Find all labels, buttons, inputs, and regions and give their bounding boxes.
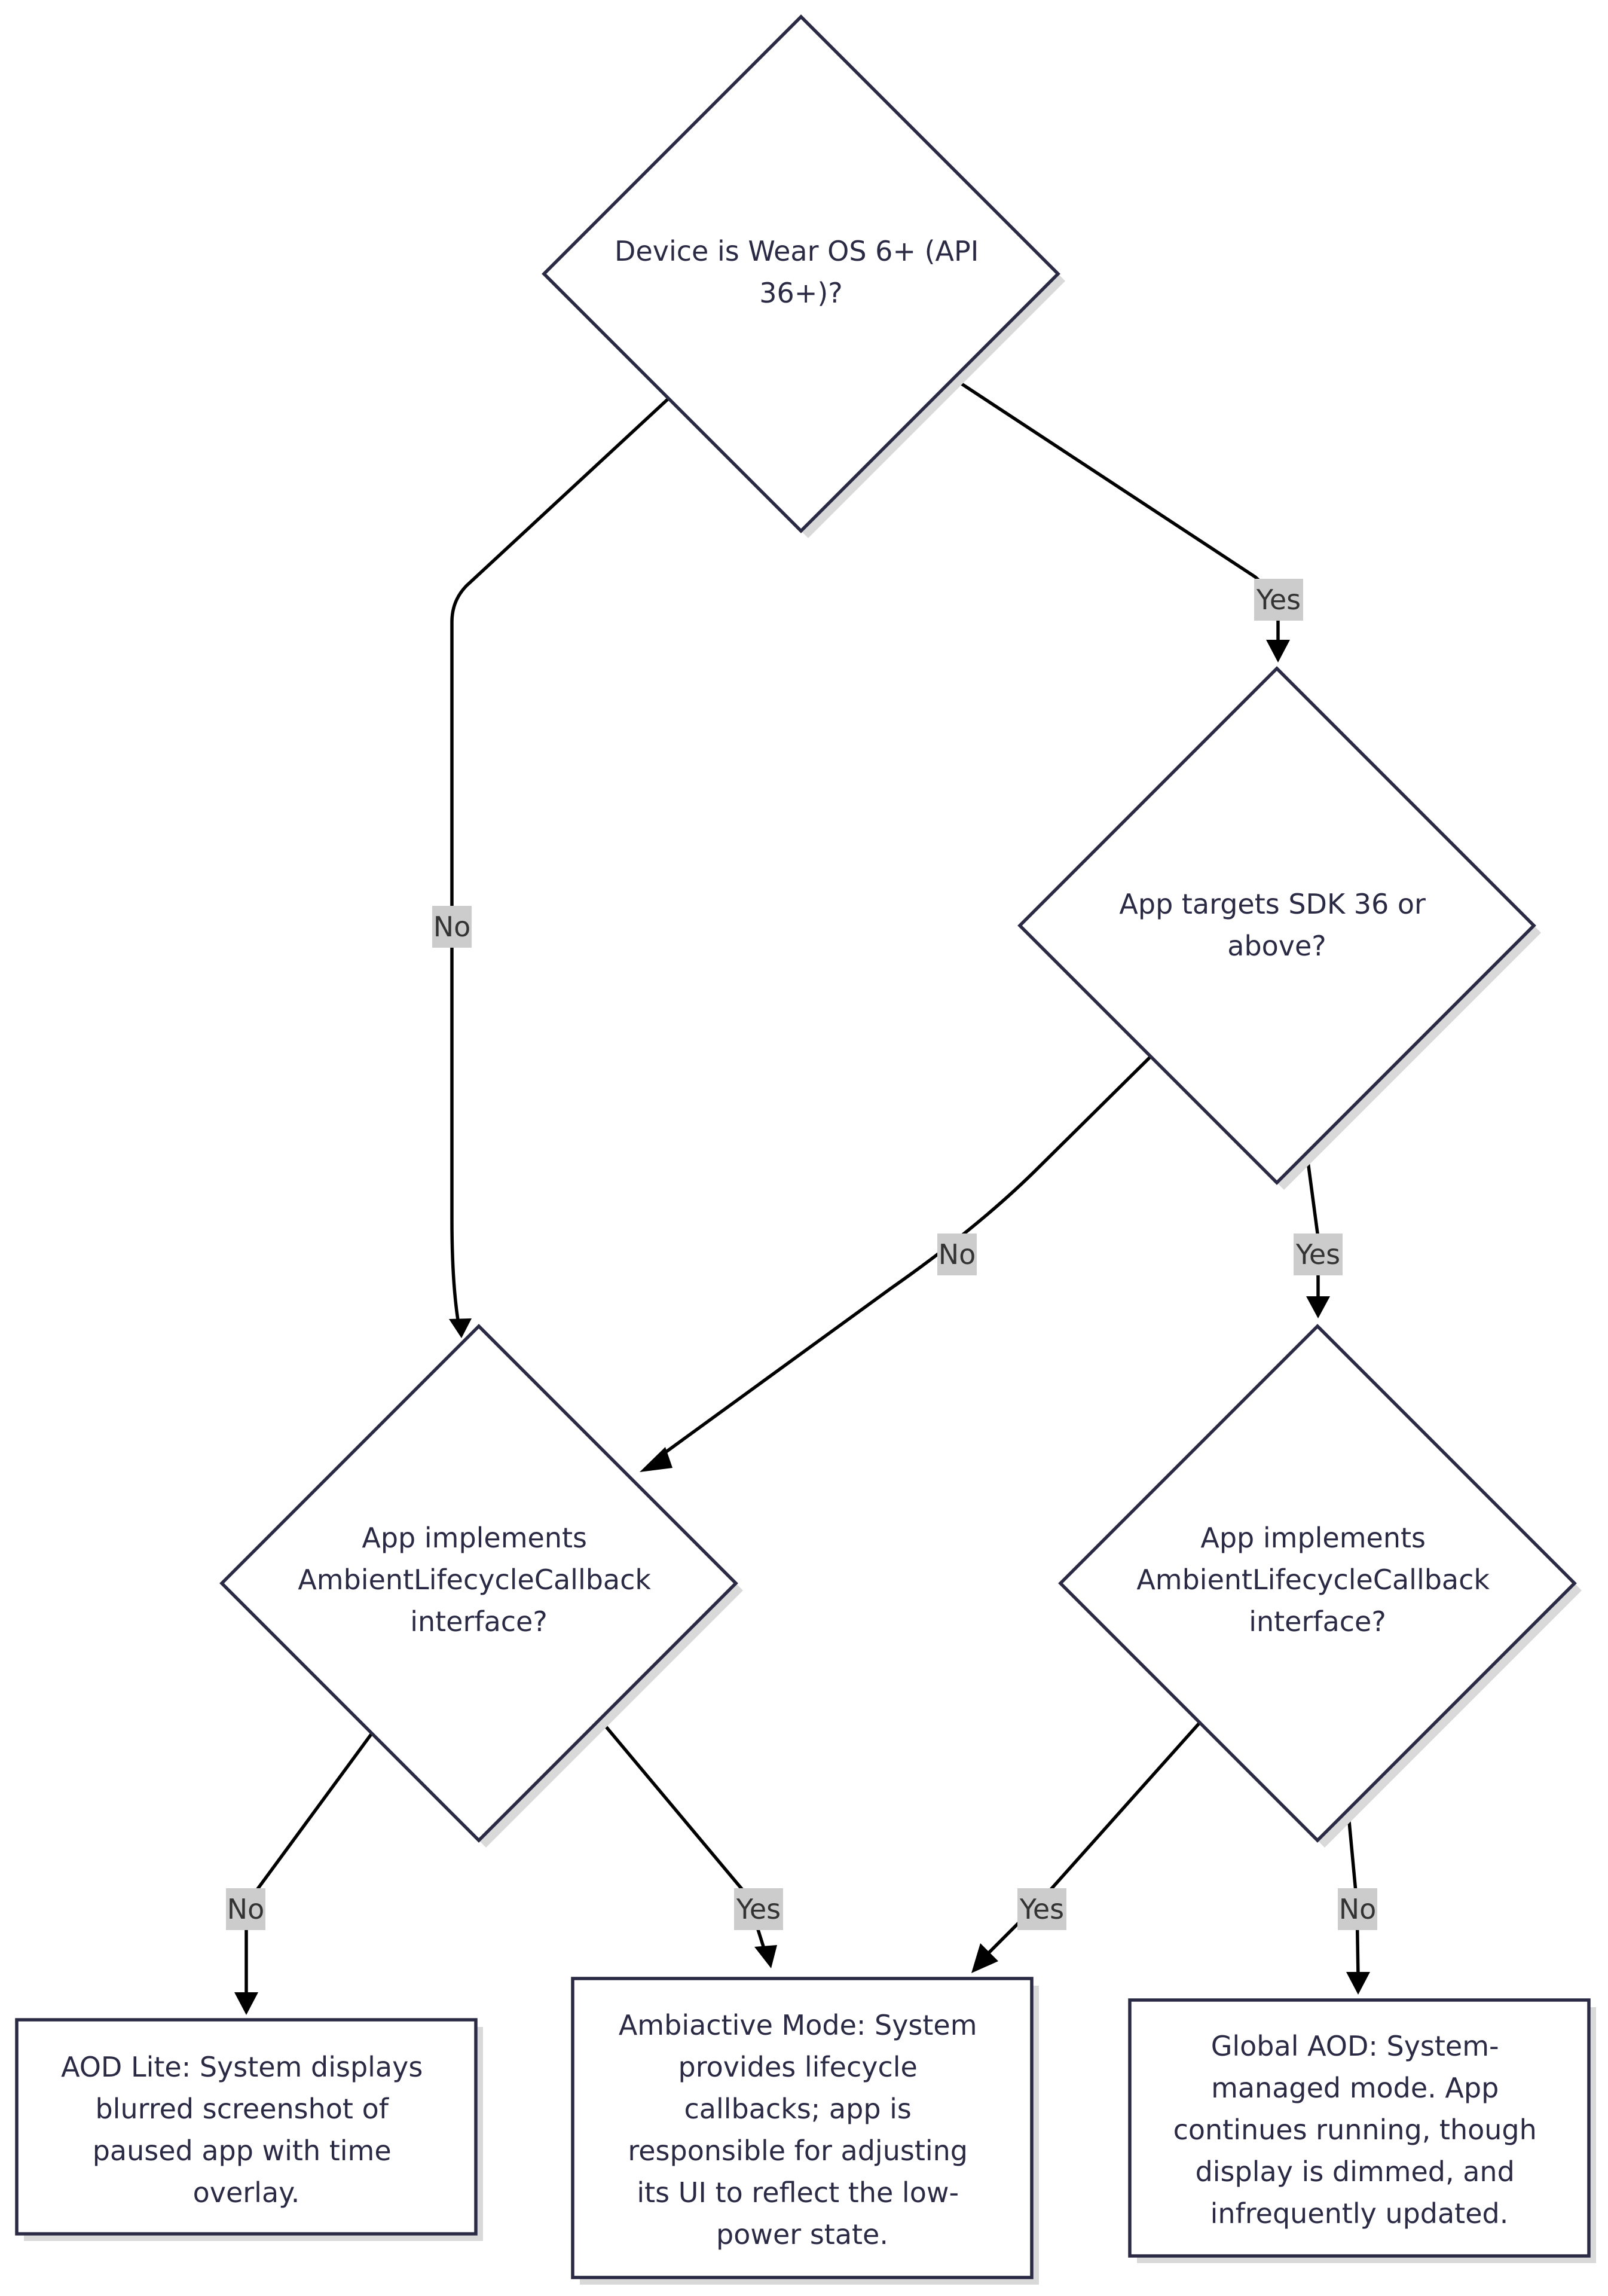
process-node-aod-lite: AOD Lite: System displays blurred screen… xyxy=(15,2018,483,2241)
decision-node-callback-right: App implements AmbientLifecycleCallback … xyxy=(1058,1324,1582,1848)
svg-text:App implements AmbientLi: App implements AmbientLifecycleCallback … xyxy=(298,1522,659,1638)
node-text-line: AmbientLifecycleCallback xyxy=(1136,1564,1490,1596)
edge-wear-os-no xyxy=(449,396,671,1338)
node-text-line: infrequently updated. xyxy=(1210,2197,1509,2230)
edge-callback-left-no xyxy=(234,1730,375,2015)
node-text-line: Ambiactive Mode: System xyxy=(619,2009,977,2041)
node-text-line: Device is Wear OS 6+ (API xyxy=(615,235,979,267)
edge-labels: No Yes No Yes No Yes Yes No xyxy=(226,579,1377,1930)
edge-callback-left-yes xyxy=(598,1718,777,1968)
node-text-line: Global AOD: System- xyxy=(1211,2030,1499,2062)
edge-target-sdk-no xyxy=(640,1056,1151,1472)
node-text-line: blurred screenshot of xyxy=(95,2093,389,2125)
node-text-line: callbacks; app is xyxy=(684,2093,911,2125)
node-text-line: App implements xyxy=(1200,1522,1426,1554)
decision-node-wear-os: Device is Wear OS 6+ (API 36+)? xyxy=(542,14,1065,538)
node-text-line: power state. xyxy=(716,2218,888,2251)
node-text-line: AOD Lite: System displays xyxy=(61,2051,423,2083)
node-text-line: display is dimmed, and xyxy=(1196,2155,1515,2188)
node-text-line: managed mode. App xyxy=(1211,2072,1499,2104)
svg-text:Yes: Yes xyxy=(736,1893,781,1925)
svg-text:App implements AmbientLi: App implements AmbientLifecycleCallback … xyxy=(1136,1522,1498,1638)
svg-text:No: No xyxy=(938,1238,976,1271)
svg-text:No: No xyxy=(227,1893,265,1925)
svg-text:Yes: Yes xyxy=(1295,1238,1340,1271)
edge-label-wear-os-yes: Yes xyxy=(1254,579,1303,621)
node-text-line: above? xyxy=(1227,930,1326,962)
svg-text:Yes: Yes xyxy=(1019,1893,1064,1925)
svg-text:Device is Wear OS 6+ (API: Device is Wear OS 6+ (API 36+)? xyxy=(615,235,988,309)
edge-label-callback-right-yes: Yes xyxy=(1017,1888,1066,1930)
edges xyxy=(234,377,1370,2015)
svg-text:No: No xyxy=(1339,1893,1377,1925)
node-text-line: paused app with time xyxy=(93,2135,392,2167)
node-text-line: App implements xyxy=(362,1522,587,1554)
decision-node-callback-left: App implements AmbientLifecycleCallback … xyxy=(219,1324,743,1848)
svg-text:Ambiactive Mode: System: Ambiactive Mode: System provides lifecyc… xyxy=(619,2009,986,2251)
node-text-line: overlay. xyxy=(193,2176,300,2209)
svg-text:Yes: Yes xyxy=(1256,584,1301,616)
svg-text:App targets SDK 36 or ab: App targets SDK 36 or above? xyxy=(1119,888,1434,962)
node-text-line: continues running, though xyxy=(1173,2114,1537,2146)
edge-label-callback-left-no: No xyxy=(226,1888,265,1930)
edge-label-callback-left-yes: Yes xyxy=(734,1888,783,1930)
svg-text:AOD Lite: System displays: AOD Lite: System displays blurred screen… xyxy=(61,2051,432,2209)
node-text-line: interface? xyxy=(1249,1605,1386,1638)
node-text-line: App targets SDK 36 or xyxy=(1119,888,1426,920)
edge-wear-os-yes xyxy=(952,377,1290,662)
node-text-line: its UI to reflect the low- xyxy=(637,2176,959,2209)
edge-label-callback-right-no: No xyxy=(1338,1888,1377,1930)
node-text-line: provides lifecycle xyxy=(678,2051,918,2083)
node-text-line: responsible for adjusting xyxy=(628,2135,968,2167)
edge-callback-right-yes xyxy=(971,1721,1202,1973)
edge-label-wear-os-no: No xyxy=(432,906,472,948)
node-text-line: interface? xyxy=(410,1605,548,1638)
node-text-line: AmbientLifecycleCallback xyxy=(298,1564,651,1596)
node-text-line: 36+)? xyxy=(759,277,842,309)
edge-label-target-sdk-no: No xyxy=(937,1234,977,1275)
edge-label-target-sdk-yes: Yes xyxy=(1294,1234,1343,1275)
decision-node-target-sdk: App targets SDK 36 or above? xyxy=(1017,666,1541,1190)
process-node-ambiactive: Ambiactive Mode: System provides lifecyc… xyxy=(571,1977,1039,2285)
svg-text:No: No xyxy=(433,911,471,943)
svg-text:Global AOD: System- mana: Global AOD: System- managed mode. App co… xyxy=(1173,2030,1546,2230)
process-node-global-aod: Global AOD: System- managed mode. App co… xyxy=(1128,1998,1596,2263)
